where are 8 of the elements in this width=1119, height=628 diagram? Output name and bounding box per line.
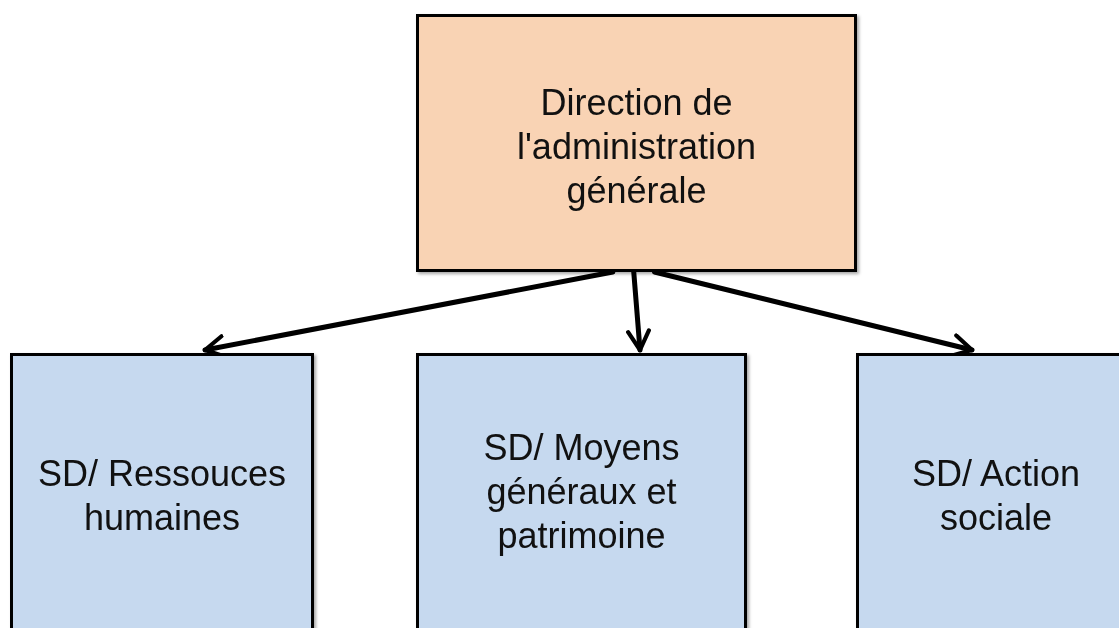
box-label: SD/ Ressouces humaines — [36, 452, 288, 540]
box-label: SD/ Action sociale — [910, 452, 1082, 540]
box-label: SD/ Moyens généraux et patrimoine — [482, 426, 681, 558]
direction-box — [416, 14, 857, 272]
department-box — [416, 353, 747, 628]
department-box — [10, 353, 314, 628]
box-label: Direction de l'administration générale — [516, 81, 757, 213]
department-box — [856, 353, 1119, 628]
